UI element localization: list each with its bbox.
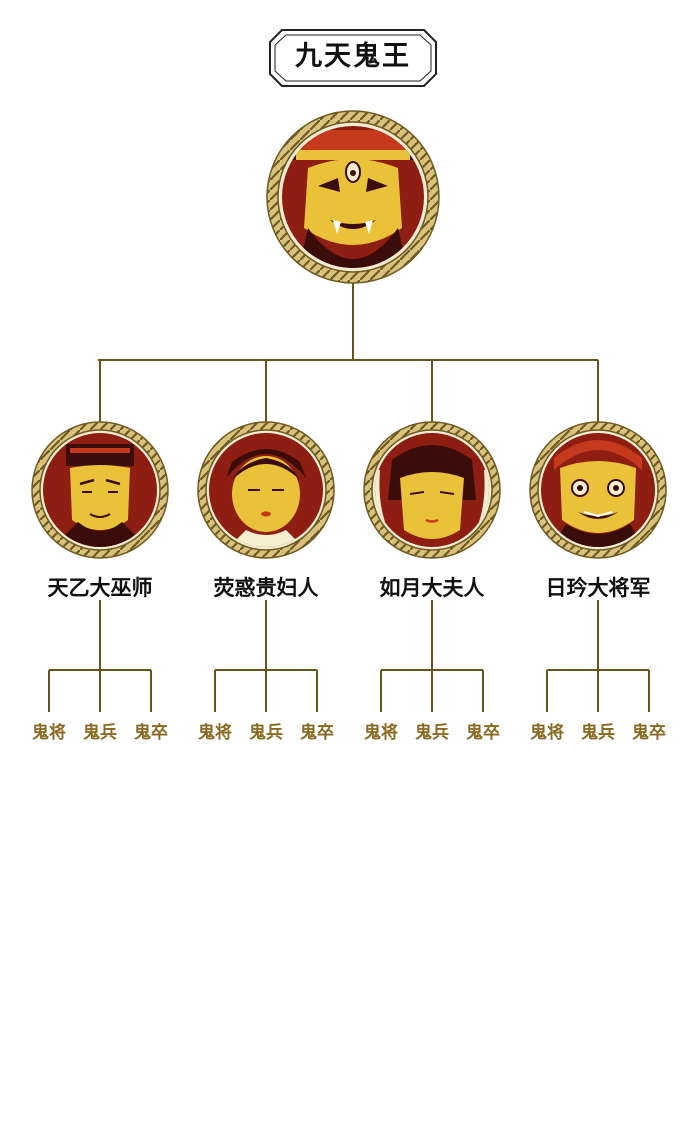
connector-lines — [48, 283, 650, 712]
page-title: 九天鬼王 — [295, 41, 411, 72]
sub-label-0-0: 鬼将 — [32, 723, 66, 743]
member-name-2: 如月大夫人 — [379, 576, 485, 600]
sub-label-2-2: 鬼卒 — [466, 723, 500, 743]
sub-label-2-0: 鬼将 — [364, 723, 398, 743]
demon-king-portrait-icon — [266, 110, 440, 284]
title-frame — [269, 29, 437, 87]
sub-label-0-1: 鬼兵 — [83, 723, 117, 743]
member-name-1: 荧惑贵妇人 — [213, 576, 319, 600]
noblewoman-portrait-icon — [197, 421, 335, 559]
shaman-portrait-icon — [31, 421, 169, 559]
member-name-0: 天乙大巫师 — [47, 576, 153, 600]
sub-label-0-2: 鬼卒 — [134, 723, 168, 743]
title-box: 九天鬼王 — [268, 28, 438, 86]
sub-label-3-0: 鬼将 — [530, 723, 564, 743]
sub-label-1-2: 鬼卒 — [300, 723, 334, 743]
sub-label-1-1: 鬼兵 — [249, 723, 283, 743]
sub-label-2-1: 鬼兵 — [415, 723, 449, 743]
sub-label-3-1: 鬼兵 — [581, 723, 615, 743]
sub-label-3-2: 鬼卒 — [632, 723, 666, 743]
general-portrait-icon — [529, 421, 667, 559]
sub-label-1-0: 鬼将 — [198, 723, 232, 743]
lady-portrait-icon — [363, 421, 501, 559]
member-name-3: 日玪大将军 — [545, 576, 651, 600]
